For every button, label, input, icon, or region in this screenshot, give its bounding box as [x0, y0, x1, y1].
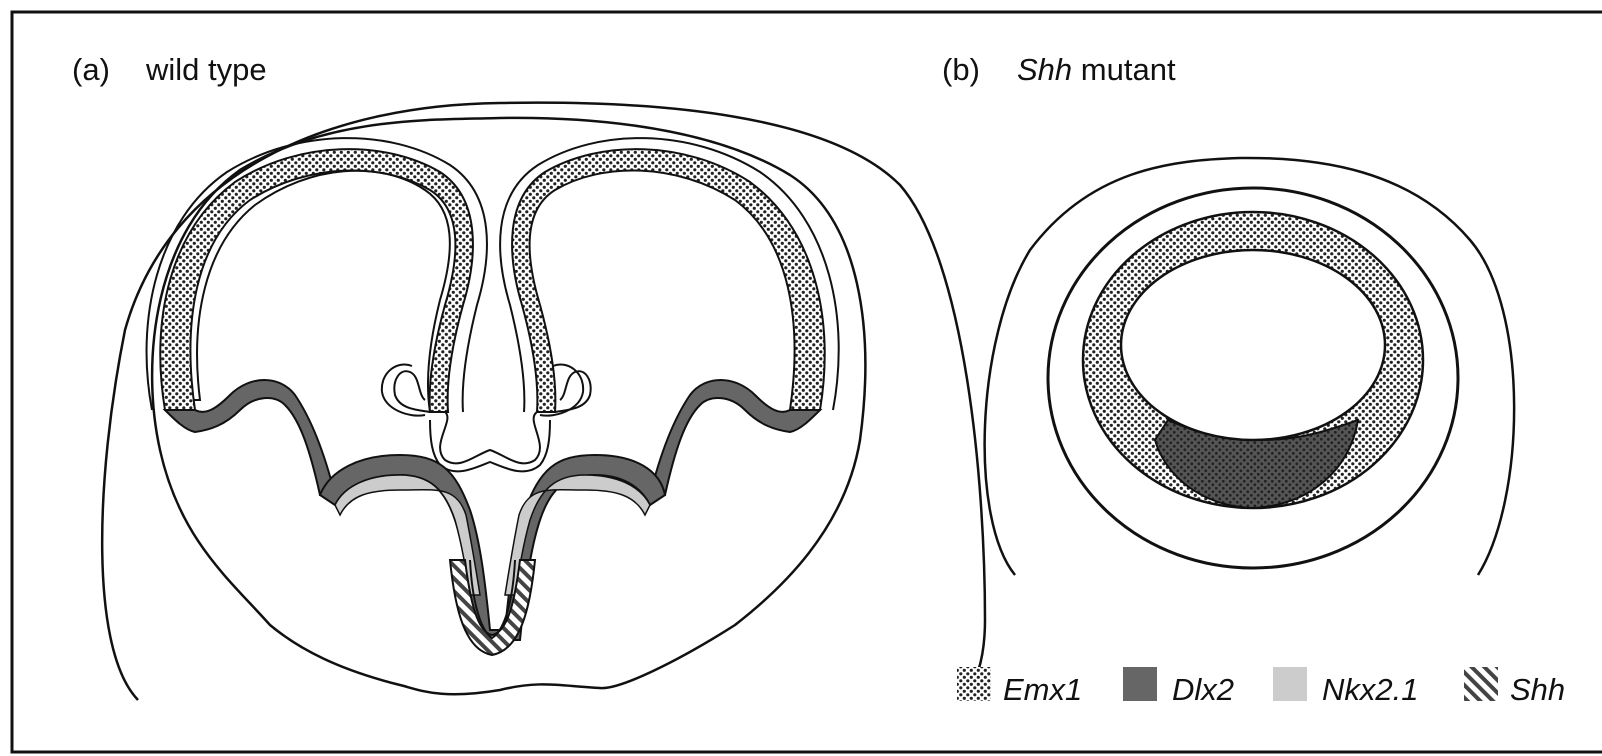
panel-a: (a) wild type — [72, 52, 985, 700]
legend-emx1-swatch — [957, 667, 991, 701]
legend-nkx21-label: Nkx2.1 — [1322, 672, 1418, 707]
septal-fold — [394, 371, 590, 463]
panel-b: (b) Shh mutant — [942, 52, 1514, 575]
panel-b-suffix: mutant — [1072, 52, 1176, 87]
ventral-nkx21-band — [335, 475, 650, 595]
panel-a-title: wild type — [145, 52, 267, 87]
panel-b-letter: (b) — [942, 52, 980, 87]
legend-dlx2-label: Dlx2 — [1172, 672, 1234, 707]
legend-dlx2-swatch — [1123, 667, 1157, 701]
legend-shh-swatch — [1464, 667, 1498, 701]
left-hemisphere-membrane — [175, 156, 465, 412]
legend-shh-label: Shh — [1510, 672, 1565, 707]
legend-nkx21-swatch — [1273, 667, 1307, 701]
panel-b-gene: Shh — [1017, 52, 1072, 87]
mutant-lumen — [1121, 250, 1385, 440]
legend-emx1-label: Emx1 — [1003, 672, 1082, 707]
right-emx1-region — [512, 149, 825, 412]
ventral-shh-region — [450, 560, 535, 655]
panel-b-title: Shh mutant — [1017, 52, 1176, 87]
panel-a-letter: (a) — [72, 52, 110, 87]
legend: Emx1 Dlx2 Nkx2.1 Shh — [957, 667, 1565, 707]
